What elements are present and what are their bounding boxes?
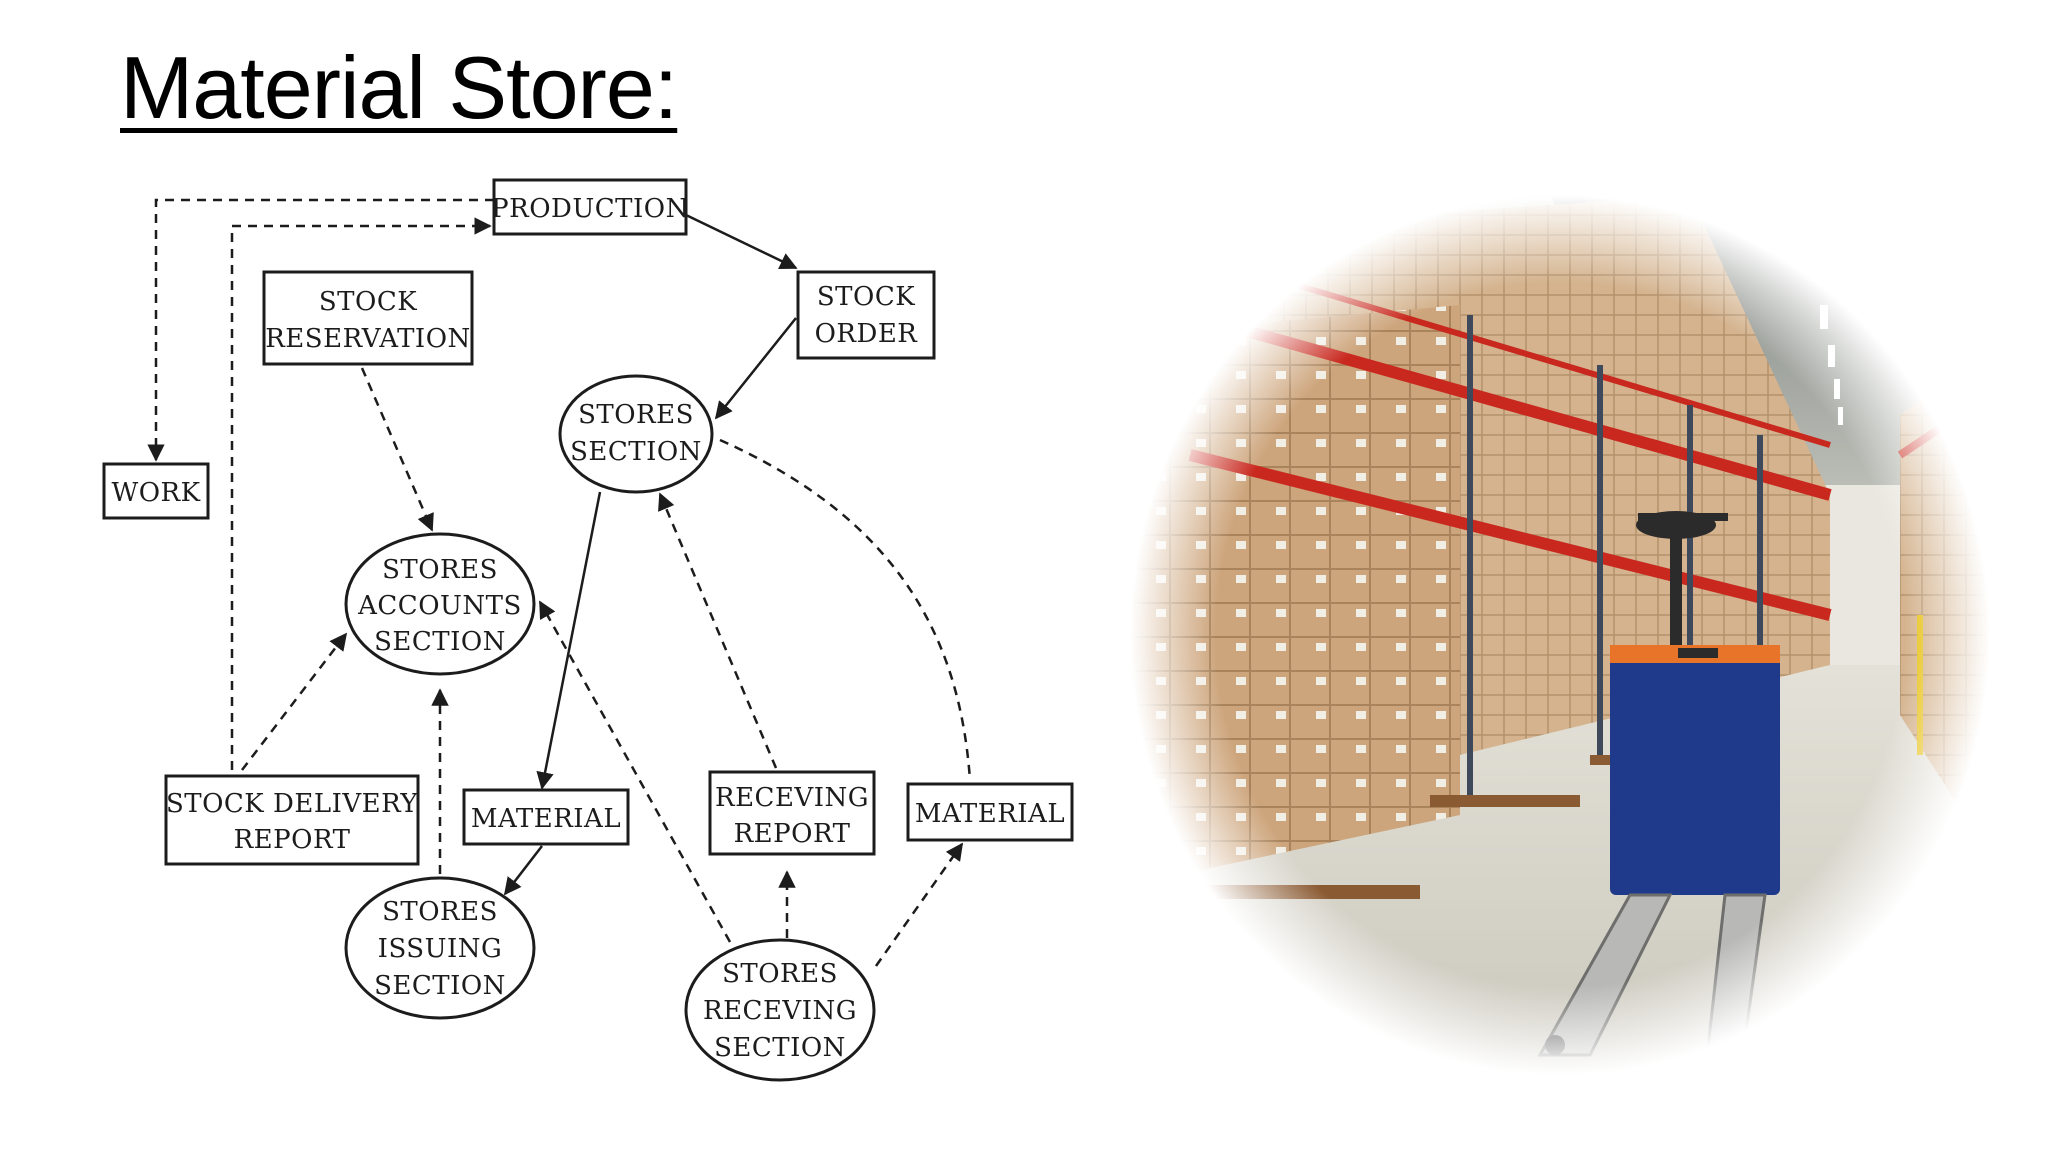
node-stock-reservation: STOCK RESERVATION [262,270,474,366]
arrow-delivery-report-to-accounts [241,632,348,771]
curve-stores-section-to-material [719,438,972,781]
node-production: PRODUCTION [491,178,689,236]
svg-text:MATERIAL: MATERIAL [915,799,1065,829]
material-store-flow-diagram: PRODUCTION STOCK ORDER STOCK RESERVATION… [102,178,1074,1082]
node-receving-report: RECEVING REPORT [708,770,876,856]
node-material-right: MATERIAL [906,782,1074,842]
svg-text:STORES: STORES [382,555,498,585]
node-stock-order: STOCK ORDER [796,270,936,360]
flow-connectors [147,198,972,967]
arrow-stores-section-to-material [536,491,602,790]
node-work: WORK [102,462,210,520]
slide-title: Material Store: [120,38,678,137]
svg-text:STOCK: STOCK [817,282,915,312]
svg-text:RECEVING: RECEVING [703,996,857,1026]
svg-text:STORES: STORES [578,400,694,430]
node-stock-delivery-report: STOCK DELIVERY REPORT [164,774,420,866]
svg-text:SECTION: SECTION [570,437,702,467]
svg-text:MATERIAL: MATERIAL [471,804,621,834]
arrow-receving-to-accounts [538,600,732,943]
node-stores-receving-section: STORES RECEVING SECTION [684,938,876,1082]
svg-text:PRODUCTION: PRODUCTION [491,194,689,224]
svg-text:STORES: STORES [722,959,838,989]
arrow-production-to-stock-order [685,213,798,270]
node-stores-section: STORES SECTION [558,374,714,494]
svg-text:STOCK DELIVERY: STOCK DELIVERY [166,789,418,819]
warehouse-photo [1130,195,1990,1095]
svg-text:REPORT: REPORT [734,819,851,849]
arrow-material-to-issuing [503,845,543,896]
arrow-production-to-work [147,198,494,462]
svg-text:STOCK: STOCK [319,287,417,317]
arrow-receving-section-to-material [874,842,964,967]
node-stores-accounts-section: STORES ACCOUNTS SECTION [344,532,536,676]
svg-text:SECTION: SECTION [374,627,506,657]
svg-text:STORES: STORES [382,897,498,927]
svg-text:ORDER: ORDER [815,319,919,349]
node-stores-issuing-section: STORES ISSUING SECTION [344,876,536,1020]
arrow-reservation-to-accounts [360,367,434,532]
svg-text:REPORT: REPORT [234,825,351,855]
arrow-receving-report-to-stores-section [658,492,778,769]
svg-text:RECEVING: RECEVING [715,783,869,813]
svg-text:ISSUING: ISSUING [378,934,503,964]
svg-text:WORK: WORK [111,478,200,508]
svg-text:SECTION: SECTION [714,1033,846,1063]
pallet-truck [1537,511,1780,1077]
svg-text:SECTION: SECTION [374,971,506,1001]
arrow-stock-order-to-stores-section [714,317,797,420]
svg-text:RESERVATION: RESERVATION [265,324,471,354]
node-material-left: MATERIAL [462,788,630,846]
svg-text:ACCOUNTS: ACCOUNTS [357,591,522,621]
arrow-delivery-report-to-production [230,217,492,770]
